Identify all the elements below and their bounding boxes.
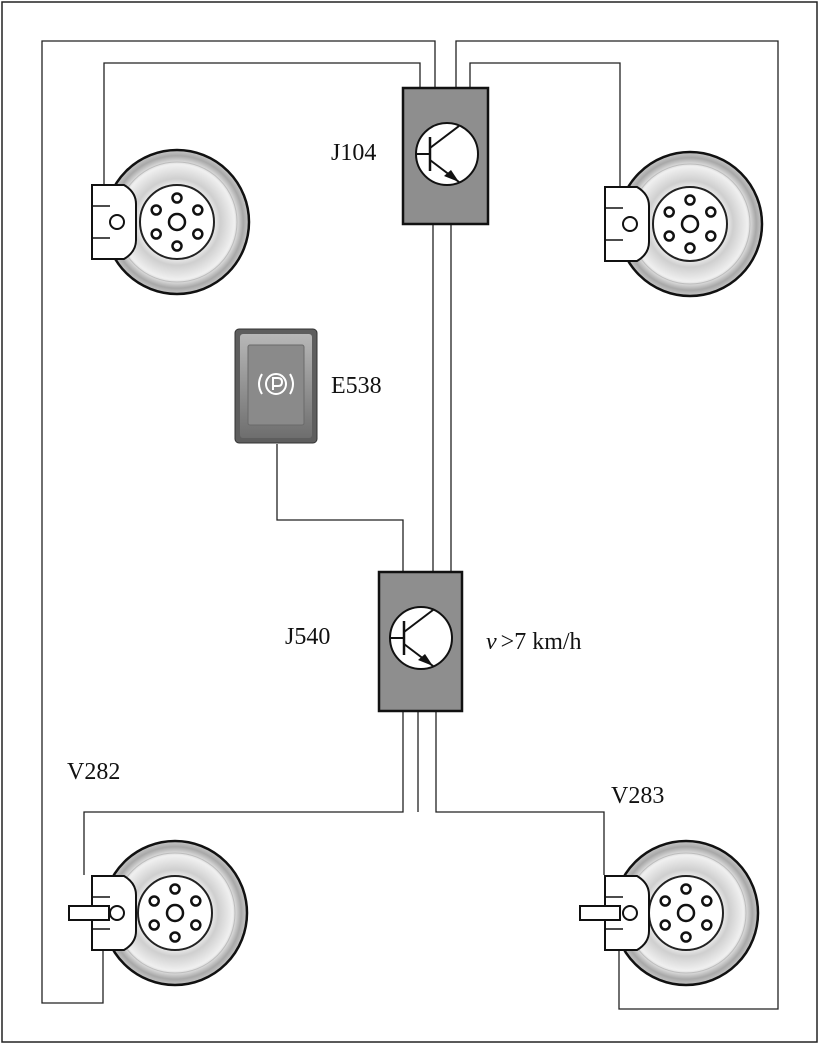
speed-symbol: v — [486, 629, 497, 655]
parking-brake-icon — [258, 373, 294, 395]
j104-control-unit — [401, 86, 490, 226]
v283-label: V283 — [611, 783, 664, 809]
e538-label: E538 — [331, 373, 382, 399]
rear-right-brake — [579, 839, 760, 987]
speed-value: >7 km/h — [501, 629, 582, 655]
v283-motor-icon — [579, 905, 621, 921]
wire-j104-rear-left — [41, 40, 436, 1004]
front-left-brake — [91, 148, 251, 296]
wire-j540-v283 — [435, 711, 605, 875]
transistor-symbol-icon — [414, 121, 480, 187]
caliper-icon — [604, 186, 650, 262]
rear-left-brake — [68, 839, 249, 987]
e538-button — [234, 328, 318, 444]
wire-j104-front-left — [103, 62, 421, 185]
v282-label: V282 — [67, 759, 120, 785]
wire-j104-front-right — [469, 62, 621, 187]
wire-j104-rear-right — [455, 40, 779, 1010]
j540-control-unit — [377, 570, 464, 713]
transistor-symbol-icon — [388, 605, 454, 671]
front-right-brake — [604, 150, 764, 298]
j104-label: J104 — [331, 140, 376, 166]
wire-j540-v282 — [83, 711, 404, 875]
j540-label: J540 — [285, 624, 330, 650]
caliper-icon — [91, 184, 137, 260]
v282-motor-icon — [68, 905, 110, 921]
speed-condition: v>7 km/h — [486, 629, 582, 655]
wire-e538-j540 — [276, 444, 404, 572]
